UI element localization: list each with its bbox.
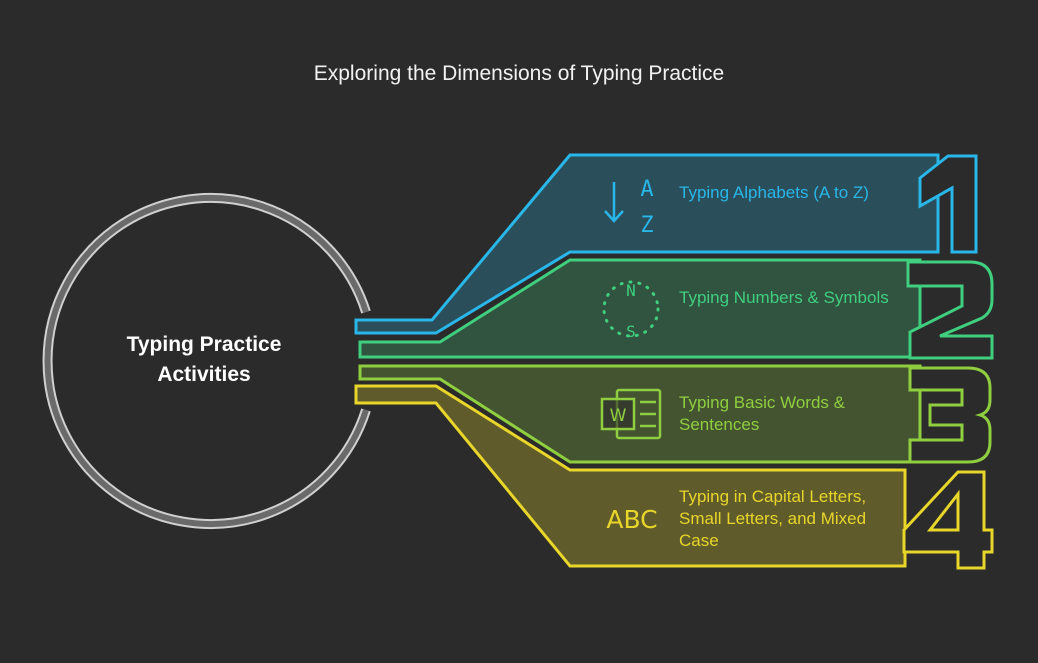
compass-icon: N S bbox=[602, 280, 660, 341]
center-ring bbox=[42, 193, 371, 529]
abc-text-icon: ABC bbox=[606, 505, 657, 534]
numeral-3 bbox=[908, 366, 992, 464]
diagram-title: Exploring the Dimensions of Typing Pract… bbox=[313, 62, 725, 85]
item-label-alphabets: Typing Alphabets (A to Z) bbox=[679, 183, 869, 202]
item-label-words-sentences: Typing Basic Words & Sentences bbox=[679, 393, 845, 434]
icon-letter-n: N bbox=[626, 281, 636, 300]
word-document-icon: W bbox=[600, 388, 662, 440]
numeral-1 bbox=[918, 154, 978, 254]
item-label-numbers-symbols: Typing Numbers & Symbols bbox=[679, 288, 889, 307]
icon-letter-z: Z bbox=[640, 213, 653, 238]
icon-letter-w: W bbox=[610, 406, 627, 426]
band-1 bbox=[354, 153, 978, 335]
band-4 bbox=[354, 384, 994, 570]
numeral-4 bbox=[902, 470, 994, 570]
icon-letter-a: A bbox=[640, 177, 653, 202]
band-2 bbox=[358, 258, 994, 360]
center-label: Typing Practice Activities bbox=[90, 330, 318, 390]
center-label-line-2: Activities bbox=[157, 363, 251, 386]
center-label-line-1: Typing Practice bbox=[126, 333, 282, 356]
icon-letter-s: S bbox=[626, 322, 636, 341]
numeral-2 bbox=[906, 260, 994, 360]
item-label-letter-case: Typing in Capital Letters, Small Letters… bbox=[679, 487, 867, 550]
sort-alpha-down-icon: A Z bbox=[604, 177, 654, 238]
